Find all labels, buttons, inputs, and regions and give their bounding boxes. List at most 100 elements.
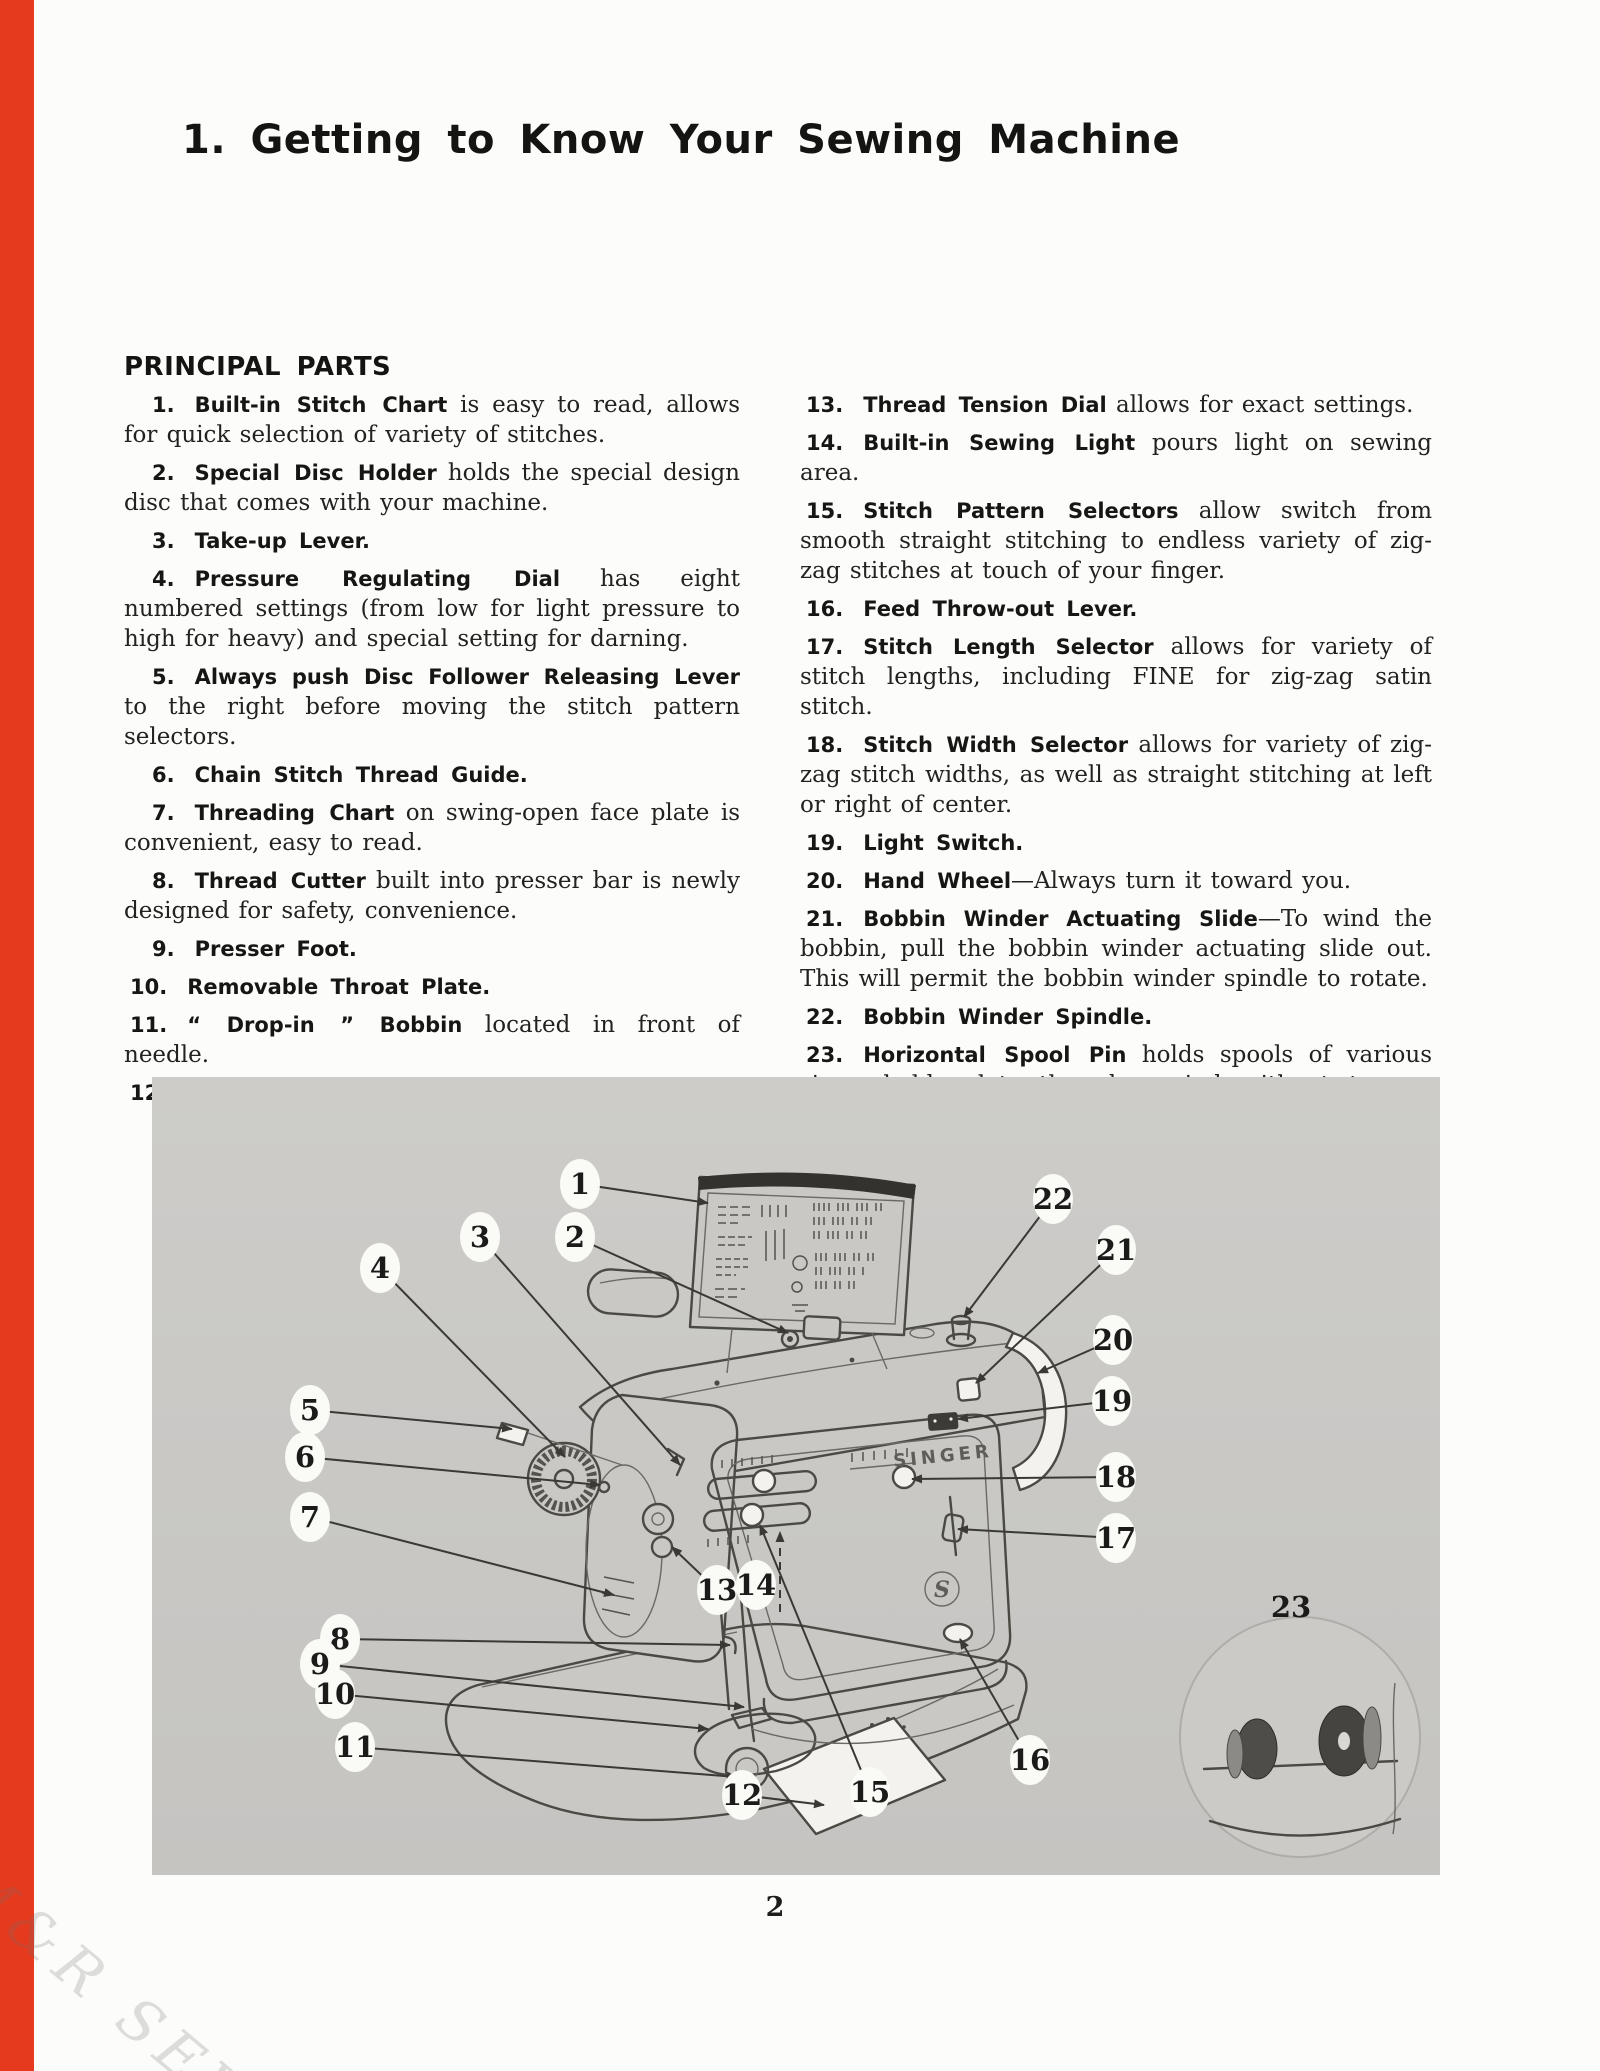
callout-oval-13	[697, 1565, 737, 1615]
part-number: 8.	[152, 869, 175, 893]
stitch-chart-lid	[688, 1172, 916, 1374]
part-item: 5.Always push Disc Follower Releasing Le…	[124, 662, 740, 752]
callout-oval-22	[1033, 1174, 1073, 1224]
part-desc: —Always turn it toward you.	[1011, 868, 1352, 894]
part-item: 8.Thread Cutter built into presser bar i…	[124, 866, 740, 926]
thread-tension-dial	[641, 1502, 675, 1536]
part-number: 22.	[806, 1005, 844, 1029]
part-desc: —To wind the bobbin, pull the bobbin win…	[800, 906, 1432, 992]
callout-number-11: 11	[335, 1730, 375, 1764]
part-desc: built into presser bar is newly designed…	[124, 868, 740, 924]
part-number: 1.	[152, 393, 175, 417]
callout-line-7	[309, 1516, 615, 1597]
part-name: Bobbin Winder Actuating Slide	[863, 907, 1258, 931]
part-item: 22.Bobbin Winder Spindle.	[800, 1002, 1432, 1032]
callout-oval-16	[1010, 1735, 1050, 1785]
callout-number-10: 10	[315, 1677, 355, 1711]
callout-number-15: 15	[850, 1775, 890, 1809]
callout-number-2: 2	[565, 1220, 585, 1254]
part-item: 6.Chain Stitch Thread Guide.	[124, 760, 740, 790]
callout-oval-5	[290, 1385, 330, 1435]
part-name: Horizontal Spool Pin	[863, 1043, 1127, 1067]
thread-cutter	[724, 1635, 737, 1655]
part-name: Stitch Width Selector	[863, 733, 1129, 757]
part-number: 19.	[806, 831, 844, 855]
part-desc: located in front of needle.	[124, 1012, 741, 1068]
slide-plate	[762, 1716, 947, 1836]
callout-line-5	[309, 1409, 513, 1433]
callout-line-22	[963, 1198, 1054, 1318]
part-desc: allows for variety of stitch lengths, in…	[800, 634, 1432, 720]
part-name: Always push Disc Follower Releasing Leve…	[194, 665, 740, 689]
callout-number-20: 20	[1093, 1323, 1133, 1357]
callout-line-2	[574, 1236, 789, 1334]
throat-plate	[693, 1712, 817, 1777]
callout-leader-lines	[304, 1183, 1117, 1809]
part-item: 14. Built-in Sewing Light pours light on …	[800, 428, 1432, 488]
light-switch	[927, 1412, 959, 1431]
part-desc: pours light on sewing area.	[800, 430, 1432, 486]
part-name: Feed Throw-out Lever.	[863, 597, 1138, 621]
part-number: 9.	[152, 937, 175, 961]
part-name: Presser Foot.	[194, 937, 357, 961]
part-name: Built-in Sewing Light	[863, 431, 1136, 455]
part-item: 2.Special Disc Holder holds the special …	[124, 458, 740, 518]
callout-number-13: 13	[697, 1573, 737, 1607]
part-number: 16.	[806, 597, 844, 621]
page-number: 2	[765, 1892, 785, 1923]
part-item: 18.Stitch Width Selector allows for vari…	[800, 730, 1432, 820]
part-name: Removable Throat Plate.	[187, 975, 491, 999]
part-item: 9. Presser Foot.	[124, 934, 740, 964]
callout-line-15	[759, 1524, 871, 1793]
part-item: 10.Removable Throat Plate.	[124, 972, 740, 1002]
callout-oval-14	[736, 1560, 776, 1610]
part-number: 21.	[806, 907, 844, 931]
part-number: 11.	[130, 1013, 168, 1037]
callout-oval-4	[360, 1243, 400, 1293]
callout-line-11	[354, 1746, 738, 1781]
part-number: 17.	[806, 635, 844, 659]
feed-throw-out-lever	[942, 1622, 974, 1644]
parts-list-left: 1.Built-in Stitch Chart is easy to read,…	[124, 390, 740, 1116]
callout-line-18	[911, 1474, 1117, 1484]
part-item: 11.“ Drop-in ” Bobbin located in front o…	[124, 1010, 740, 1070]
special-disc-holder	[780, 1329, 800, 1349]
presser-bar	[738, 1581, 752, 1713]
callout-number-18: 18	[1096, 1460, 1136, 1494]
part-name: Thread Tension Dial	[863, 393, 1107, 417]
callout-number-6: 6	[295, 1440, 315, 1474]
callout-line-3	[479, 1236, 681, 1466]
part-name: Hand Wheel	[863, 869, 1012, 893]
part-item: 21. Bobbin Winder Actuating Slide—To wind…	[800, 904, 1432, 994]
part-item: 1.Built-in Stitch Chart is easy to read,…	[124, 390, 740, 450]
callout-line-8	[339, 1638, 731, 1650]
part-desc: to the right before moving the stitch pa…	[124, 694, 740, 750]
part-number: 14.	[806, 431, 844, 455]
disc-follower-releasing-lever	[495, 1421, 530, 1447]
needle	[748, 1709, 756, 1743]
section-heading: PRINCIPAL PARTS	[124, 351, 392, 382]
callout-oval-15	[850, 1767, 890, 1817]
callout-line-9	[319, 1663, 745, 1711]
take-up-lever	[666, 1447, 686, 1477]
part-name: Chain Stitch Thread Guide.	[194, 763, 528, 787]
callout-number-23: 23	[1271, 1590, 1311, 1624]
part-number: 7.	[152, 801, 175, 825]
callout-number-16: 16	[1010, 1743, 1050, 1777]
part-name: Stitch Length Selector	[863, 635, 1154, 659]
brand-emblem: S	[934, 1577, 950, 1603]
callout-oval-20	[1093, 1315, 1133, 1365]
part-desc: on swing-open face plate is convenient, …	[124, 800, 740, 856]
callout-oval-19	[1092, 1376, 1132, 1426]
part-number: 15.	[806, 499, 844, 523]
hand-wheel	[1004, 1331, 1068, 1492]
callout-number-12: 12	[722, 1778, 762, 1812]
part-item: 4.Pressure Regulating Dial has eight num…	[124, 564, 740, 654]
callout-number-4: 4	[370, 1251, 390, 1285]
part-item: 13.Thread Tension Dial allows for exact …	[800, 390, 1432, 420]
callout-line-19	[957, 1400, 1113, 1423]
part-name: Light Switch.	[863, 831, 1024, 855]
part-desc: allows for variety of zig-zag stitch wid…	[800, 732, 1432, 818]
